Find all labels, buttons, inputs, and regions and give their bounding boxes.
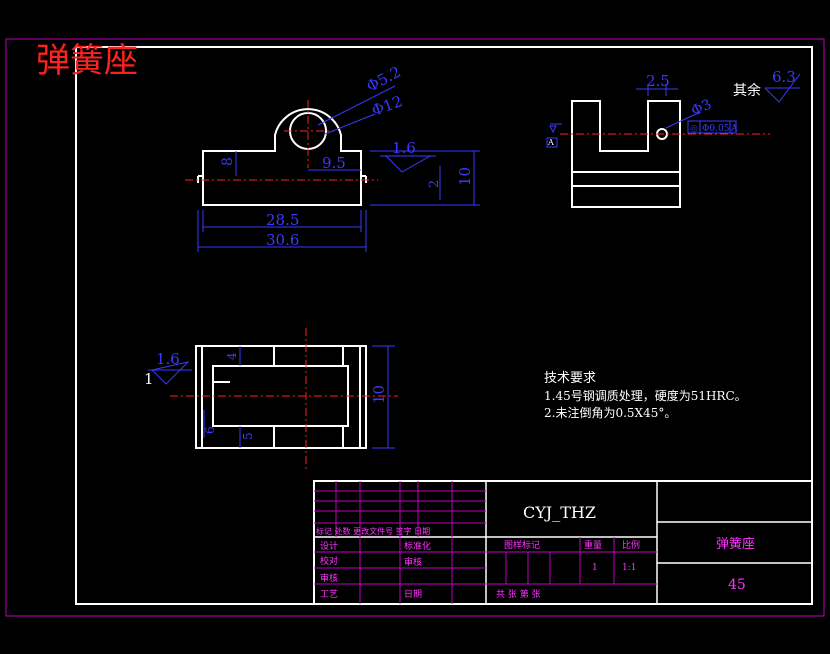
side-tol-value: Φ0.05 <box>702 124 730 134</box>
front-roughness: 1.6 <box>392 139 416 157</box>
title-block-scale-value: 1:1 <box>622 563 636 573</box>
title-block-scale: 比例 <box>622 539 640 551</box>
side-tol-datum: A <box>730 124 738 134</box>
side-dimensions <box>546 73 801 148</box>
bottom-dim-left: 6 <box>203 426 217 434</box>
front-dim-height-left: 8 <box>220 157 236 166</box>
title-block-review: 审核 <box>320 572 338 584</box>
bottom-dim-top-slot: 4 <box>225 352 239 360</box>
bottom-dim-height: 10 <box>370 385 388 404</box>
outer-border <box>5 38 825 617</box>
title-block-date: 日期 <box>404 589 422 600</box>
title-block-design: 设计 <box>320 540 338 552</box>
title-block-total: 共 张 第 张 <box>496 588 541 600</box>
side-dim-top: 2.5 <box>646 72 670 90</box>
tech-req-line2: 2.未注倒角为0.5X45°。 <box>544 405 676 420</box>
bottom-view <box>195 345 367 449</box>
side-view <box>571 100 681 208</box>
title-block-check: 校对 <box>320 555 338 567</box>
front-dim-phi-outer: Φ5.2 <box>363 63 403 96</box>
front-dim-height-right: 10 <box>456 167 474 186</box>
front-dim-outer-width: 30.6 <box>266 231 299 249</box>
title-block-standard: 标准化 <box>404 540 431 552</box>
title-block-mark-row: 标记 处数 更改文件号 签字 日期 <box>316 526 430 536</box>
front-outline <box>202 108 362 206</box>
side-tol-symbol: ◎ <box>690 124 698 134</box>
front-dim-step: 2 <box>427 180 442 188</box>
title-block-stage: 图样标记 <box>504 539 540 551</box>
bottom-dimensions <box>148 345 395 449</box>
tech-req-line1: 1.45号钢调质处理，硬度为51HRC。 <box>544 388 747 403</box>
title-block-weight: 重量 <box>584 539 602 551</box>
title-block <box>313 480 813 605</box>
side-dim-hole: Φ3 <box>689 97 714 120</box>
side-datum-label: A <box>547 138 554 147</box>
drawing-title-red: 弹簧座 <box>36 41 138 81</box>
tech-req-heading: 技术要求 <box>544 371 596 386</box>
title-block-approve: 审核 <box>404 556 422 568</box>
front-centerlines <box>185 100 378 181</box>
bottom-centerlines <box>170 328 398 470</box>
bottom-roughness-side: 1 <box>144 370 154 388</box>
side-rest-roughness: 6.3 <box>772 68 796 86</box>
title-block-weight-value: 1 <box>592 563 598 573</box>
title-block-material: 45 <box>728 577 746 593</box>
side-rest-label: 其余 <box>733 82 761 99</box>
front-dim-inner-width: 28.5 <box>266 211 299 229</box>
bottom-dim-slot: 5 <box>241 432 255 440</box>
front-dimensions <box>197 85 480 252</box>
title-block-drawing-no: CYJ_THZ <box>523 503 596 522</box>
title-block-process: 工艺 <box>320 589 338 600</box>
title-block-part-name: 弹簧座 <box>716 536 755 552</box>
front-dim-offset: 9.5 <box>322 154 346 172</box>
bottom-roughness: 1.6 <box>156 350 180 368</box>
